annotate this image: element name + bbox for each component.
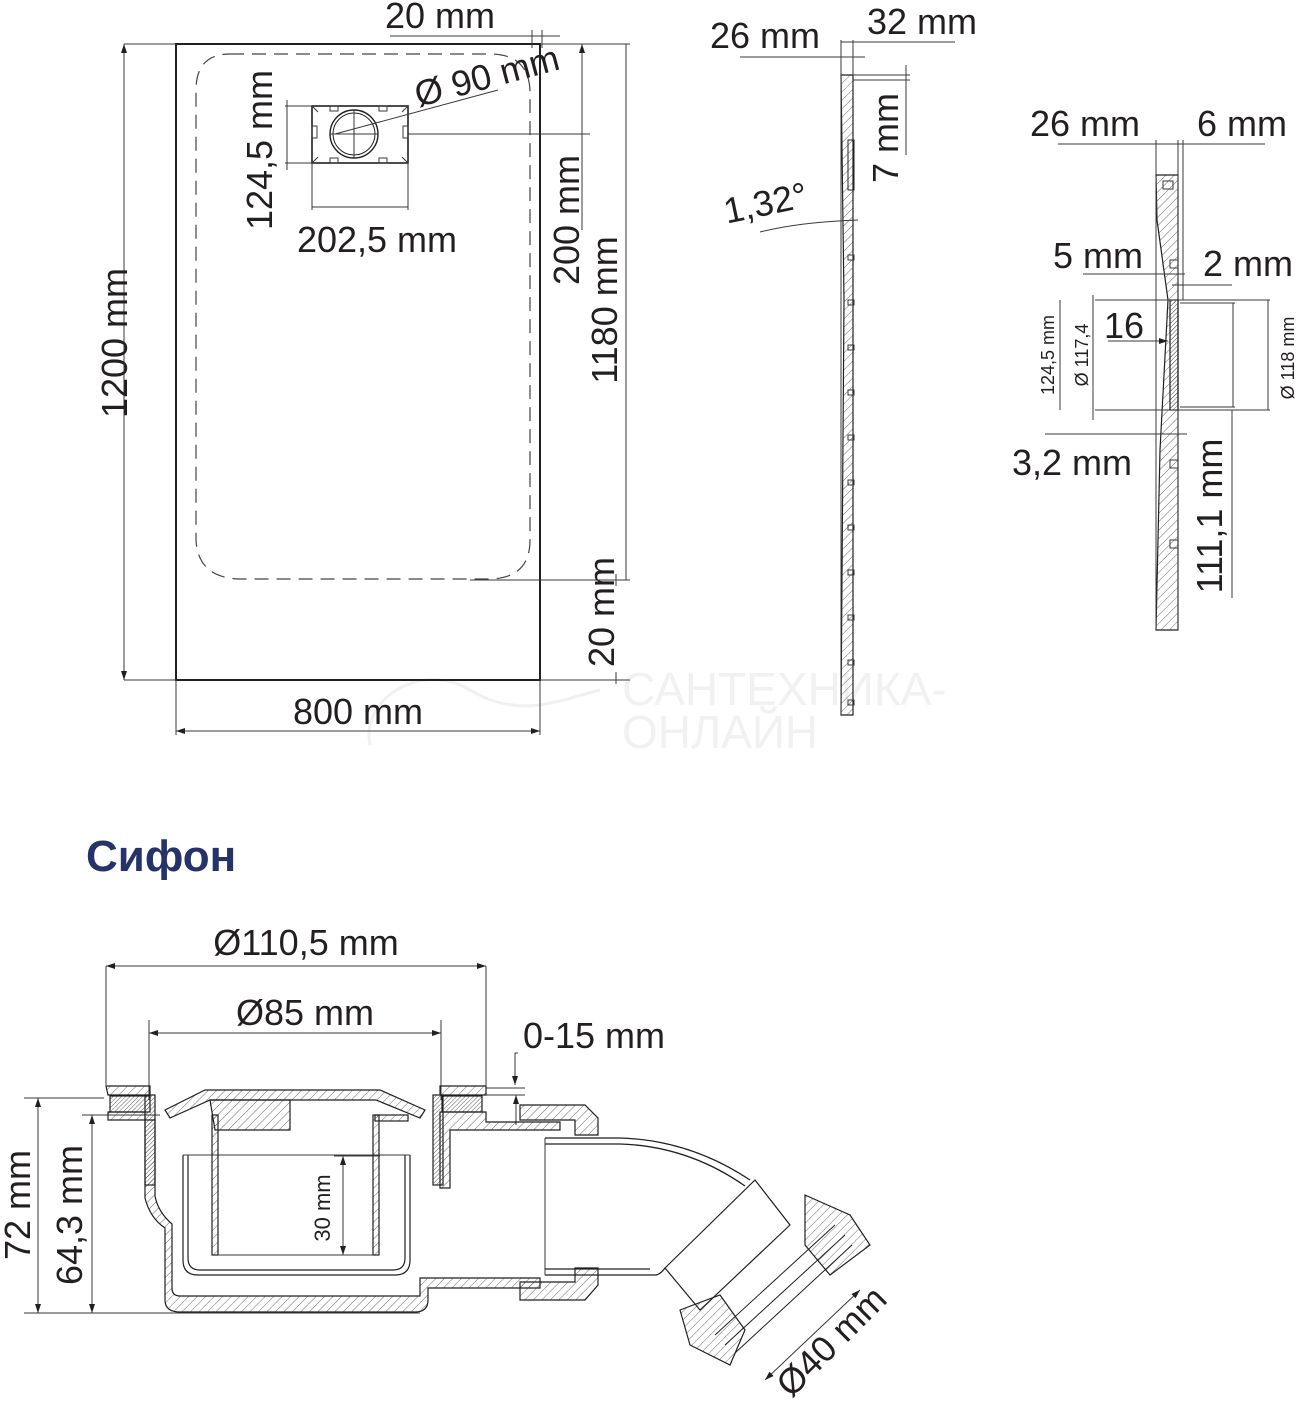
dim-tray-length: 1200 mm [94,268,135,418]
side-profile-drawing: 26 mm 32 mm 7 mm 1,32° [710,1,977,716]
top-view-drawing: 1200 mm 800 mm 20 mm 1180 mm 200 mm 20 m… [94,0,630,735]
dim-profile-left: 26 mm [710,15,820,56]
dim-bottom-margin: 20 mm [581,557,622,667]
dim-siphon-inner-diameter: Ø85 mm [236,992,374,1033]
dim-section-left: 26 mm [1030,103,1140,144]
siphon-drawing: Ø110,5 mm Ø85 mm 0-15 mm 72 mm 64,3 mm [0,922,894,1404]
dim-section-inner-diameter: Ø 117,4 [1072,324,1092,387]
dim-drain-box-width: 202,5 mm [297,219,457,260]
drain-fitting [311,105,409,164]
dim-siphon-water-seal: 30 mm [310,1174,335,1241]
dim-section-right: 6 mm [1197,103,1287,144]
dim-siphon-body-height: 64,3 mm [49,1145,90,1285]
dim-tray-width: 800 mm [293,691,423,732]
section-detail-drawing: 26 mm 6 mm 5 mm 2 mm 16 124,5 mm Ø 117,4… [1012,103,1298,631]
watermark: САНТЕХНИКА- ОНЛАЙН [367,663,947,758]
dim-top-margin: 20 mm [385,0,495,36]
dim-section-recess: 16 [1104,305,1144,346]
watermark-line1: САНТЕХНИКА- [622,663,947,715]
dim-drain-offset: 200 mm [546,155,587,285]
dim-section-upper-gap: 5 mm [1053,235,1143,276]
dim-profile-step: 7 mm [865,93,906,183]
dim-section-length: 111,1 mm [1189,439,1230,594]
dim-siphon-outlet-diameter: Ø40 mm [768,1278,895,1405]
dim-siphon-total-height: 72 mm [0,1150,38,1260]
tray-inner-dashed-outline [195,53,531,580]
dim-drain-box-height: 124,5 mm [239,70,280,230]
dim-section-outer-diameter: Ø 118 mm [1278,317,1298,400]
siphon-section-title: Сифон [86,832,237,881]
dim-profile-right: 32 mm [867,1,977,42]
dim-siphon-adjust: 0-15 mm [523,1015,665,1056]
tray-outline [175,43,541,681]
dim-section-base: 3,2 mm [1012,442,1132,483]
dim-siphon-outer-diameter: Ø110,5 mm [213,922,398,963]
dim-inner-length: 1180 mm [584,236,625,383]
dim-section-box-height: 124,5 mm [1038,315,1058,395]
watermark-line2: ОНЛАЙН [622,706,818,758]
dim-profile-angle: 1,32° [720,174,811,232]
dim-section-lip: 2 mm [1203,243,1293,284]
